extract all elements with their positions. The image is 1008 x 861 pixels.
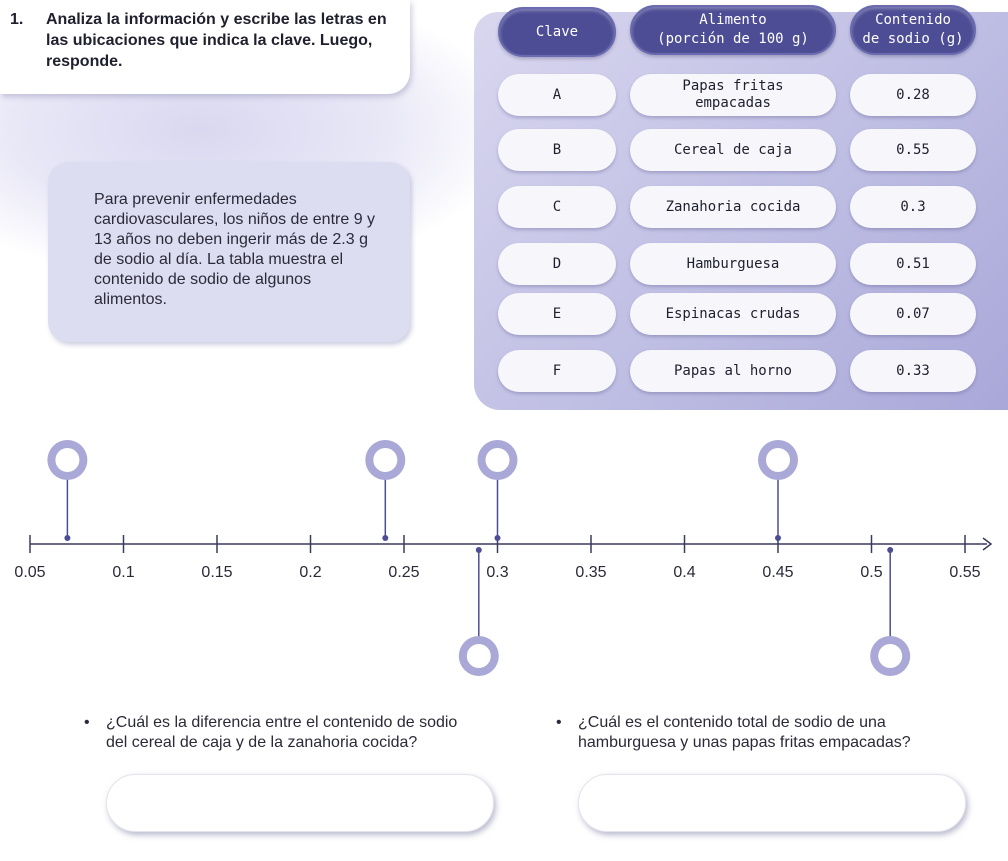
marker-dot [775,535,781,541]
header-sodium-line2: de sodio (g) [862,31,964,47]
marker-dot [475,547,482,553]
header-food: Alimento (porción de 100 g) [630,5,836,55]
tick-label: 0.1 [112,564,134,581]
row-sodium: 0.3 [850,186,976,228]
marker-blank [373,448,398,472]
number-line: 0.05 0.1 0.15 0.2 0.25 0.3 0.35 0.4 0.45 0.5 0.55 [14,440,993,676]
question-2: • ¿Cuál es el contenido total de sodio d… [556,714,911,751]
row-food: Papas al horno [630,350,836,392]
row-key: F [498,350,616,392]
marker-blank [55,448,80,472]
info-box: Para prevenir enfermedades cardiovascula… [48,162,410,342]
answer-field-1[interactable] [106,774,494,832]
marker-dot [887,547,894,553]
marker-blank [466,644,491,668]
header-food-line1: Alimento [699,12,767,28]
row-food: Hamburguesa [630,243,836,285]
tick-label: 0.3 [486,564,508,581]
tick-label: 0.05 [14,564,45,581]
marker-dot [382,535,389,541]
header-key: Clave [498,7,616,57]
row-key: A [498,74,616,116]
tick-label: 0.4 [673,564,695,581]
answer-field-2[interactable] [578,774,966,832]
row-food: Cereal de caja [630,129,836,171]
header-sodium-line1: Contenido [875,12,951,28]
row-food: Espinacas crudas [630,293,836,335]
row-sodium: 0.51 [850,243,976,285]
axis-arrow [982,537,993,551]
question-1: • ¿Cuál es la diferencia entre el conten… [84,714,458,751]
marker-blank [878,644,903,668]
tick-label: 0.35 [575,564,606,581]
tick-label: 0.25 [388,564,419,581]
tick-label: 0.55 [949,564,980,581]
row-key: B [498,129,616,171]
row-key: E [498,293,616,335]
tick-label: 0.45 [762,564,793,581]
row-sodium: 0.07 [850,293,976,335]
row-sodium: 0.28 [850,74,976,116]
tick-label: 0.2 [299,564,321,581]
tick-label: 0.5 [860,564,882,581]
marker-blank [766,448,790,472]
row-sodium: 0.55 [850,129,976,171]
row-key: D [498,243,616,285]
row-food: Zanahoria cocida [630,186,836,228]
row-sodium: 0.33 [850,350,976,392]
tick-label: 0.15 [201,564,232,581]
header-sodium: Contenido de sodio (g) [850,5,976,55]
exercise-number: 1. [10,11,24,28]
header-food-line2: (porción de 100 g) [657,31,809,47]
marker-dot [494,535,501,541]
marker-blank [485,448,510,472]
instruction-box: 1. Analiza la información y escribe las … [0,0,410,94]
exercise-instruction: Analiza la información y escribe las let… [46,11,387,70]
info-text: Para prevenir enfermedades cardiovascula… [94,191,376,308]
marker-dot [64,535,71,541]
row-key: C [498,186,616,228]
